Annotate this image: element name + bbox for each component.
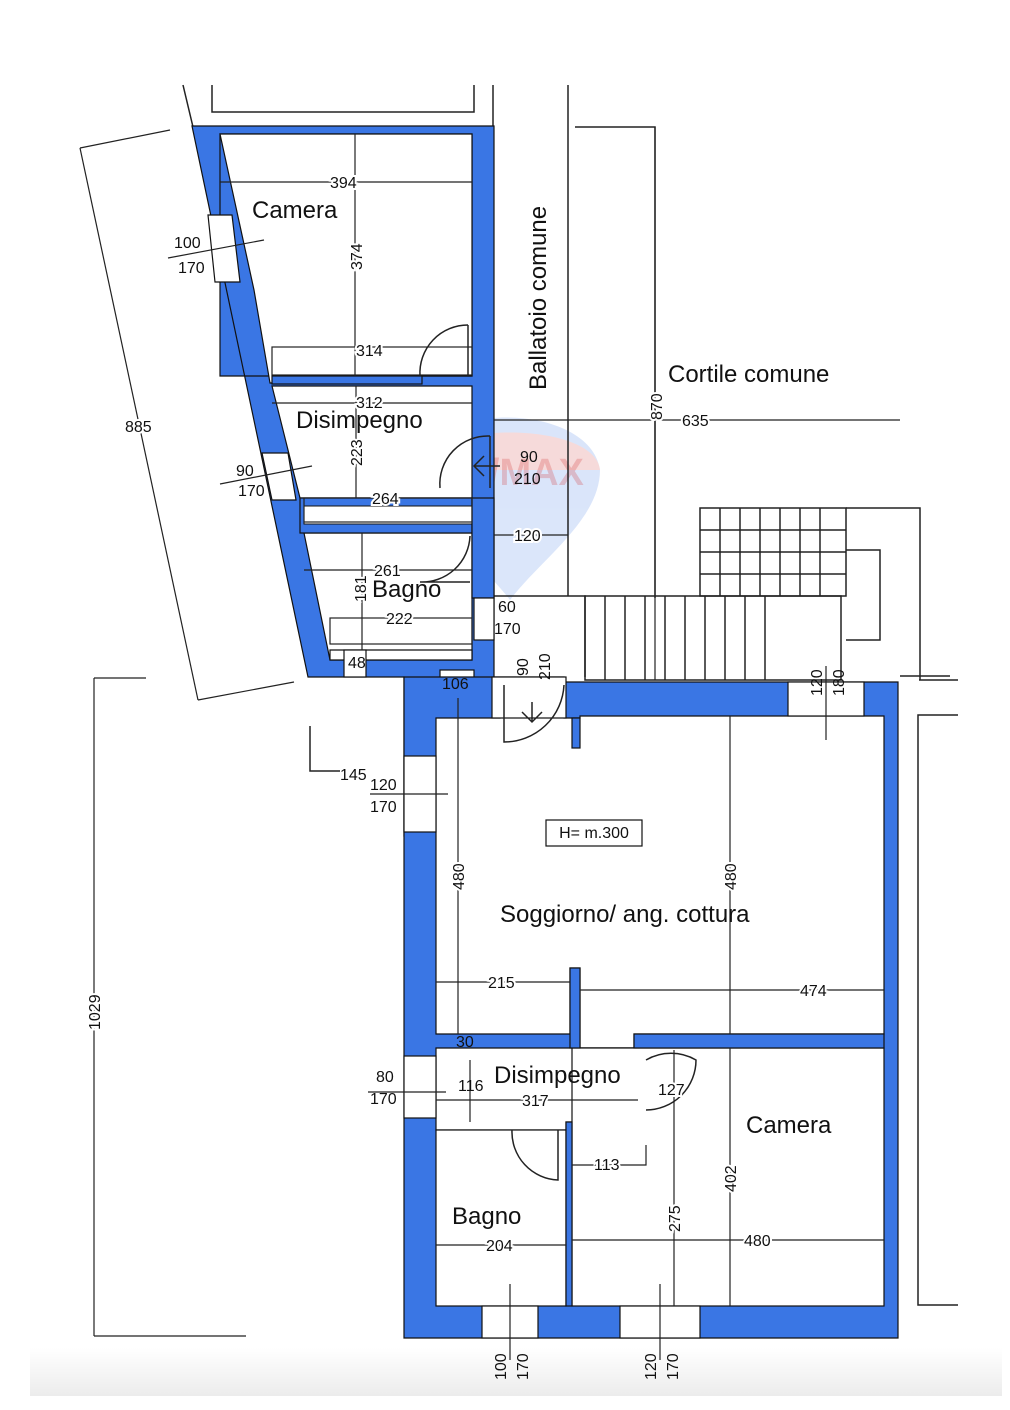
opening-labels: 100 170 90 170 90 210 60 170 90 210 120 … [174,235,848,1380]
dim-label: 120 [514,528,541,545]
dim-label: 106 [442,676,469,693]
room-labels: Camera Disimpegno Bagno Ballatoio comune… [252,197,832,1230]
opening-height: 170 [370,1091,397,1108]
dim-label: 223 [349,439,366,466]
dim-label: 264 [372,491,399,508]
opening-width: 90 [520,449,538,466]
opening-height: 170 [370,799,397,816]
opening-width: 100 [174,235,201,252]
dim-label: 312 [356,395,383,412]
dim-label: 314 [356,343,383,360]
height-note: H= m.300 [559,825,629,842]
dim-label: 480 [744,1233,771,1250]
dim-label: 215 [488,975,515,992]
opening-width: 120 [643,1353,660,1380]
dim-label: 402 [723,1165,740,1192]
room-label-disimpegno-top: Disimpegno [296,407,423,434]
dim-label: 145 [340,767,367,784]
opening-width: 90 [515,658,532,676]
room-label-bagno-bottom: Bagno [452,1203,521,1230]
dim-label: 116 [458,1078,484,1095]
dim-label: 204 [486,1238,513,1255]
opening-height: 170 [665,1353,682,1380]
dim-label: 474 [800,983,827,1000]
dim-label: 480 [451,863,468,890]
opening-width: 90 [236,463,254,480]
room-label-camera-bottom: Camera [746,1112,832,1139]
opening-height: 170 [494,621,521,638]
room-label-cortile: Cortile comune [668,361,829,388]
door-swings [419,324,697,1181]
dim-label: 317 [522,1093,549,1110]
room-label-camera-top: Camera [252,197,338,224]
opening-width: 100 [493,1353,510,1380]
opening-height: 170 [515,1353,532,1380]
dim-label: 261 [374,563,401,580]
dim-label: 181 [353,575,370,602]
dim-label: 222 [386,611,413,628]
dim-label: 30 [456,1034,474,1051]
dim-label: 635 [682,413,709,430]
dimension-labels: 394 374 314 312 223 264 261 181 222 48 1… [85,173,829,1257]
dim-label: 480 [723,863,740,890]
opening-width: 80 [376,1069,394,1086]
dim-label: 1029 [87,994,104,1030]
page-footer-band [30,1348,1002,1396]
opening-width: 120 [370,777,397,794]
dim-label: 394 [330,175,357,192]
opening-height: 170 [238,483,265,500]
opening-height: 180 [831,669,848,696]
staircase [584,507,921,681]
dim-label: 113 [594,1157,620,1174]
dim-label: 374 [349,243,366,270]
room-label-disimpegno-bottom: Disimpegno [494,1062,621,1089]
room-label-ballatoio: Ballatoio comune [525,206,552,390]
dim-label: 275 [667,1205,684,1232]
dim-label: 885 [125,419,152,436]
height-note-box [545,819,643,847]
dimension-lines [79,127,900,1360]
opening-width: 60 [498,599,516,616]
dim-label: 127 [658,1082,685,1099]
opening-height: 210 [537,653,554,680]
main-walls [403,676,899,1339]
top-wing-walls [191,125,495,837]
opening-width: 120 [809,669,826,696]
room-label-bagno-top: Bagno [372,576,441,603]
room-label-soggiorno: Soggiorno/ ang. cottura [500,901,750,928]
dim-label: 870 [649,393,666,420]
opening-height: 210 [514,471,541,488]
dim-label: 48 [348,655,366,672]
opening-height: 170 [178,260,205,277]
